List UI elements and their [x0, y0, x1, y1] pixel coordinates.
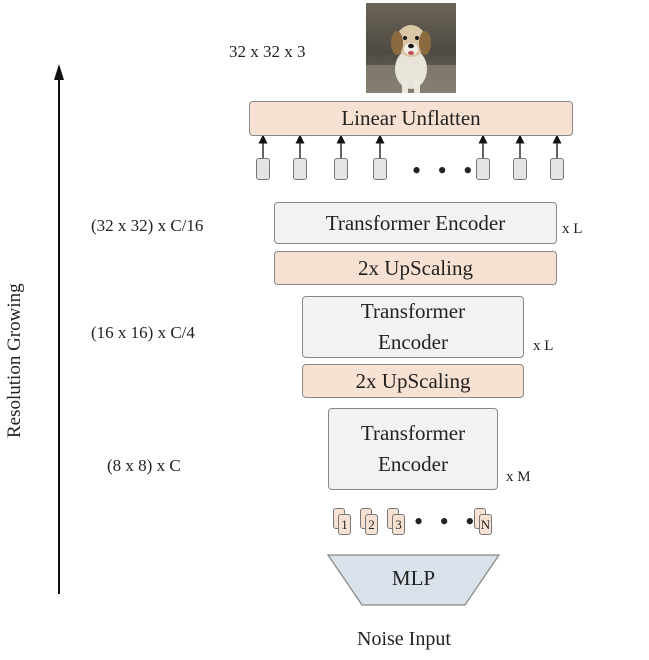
- output-token: [373, 158, 387, 180]
- output-token: [334, 158, 348, 180]
- output-token: [550, 158, 564, 180]
- input-token-n: N: [479, 514, 492, 535]
- output-token: [476, 158, 490, 180]
- unflatten-arrows: [258, 136, 562, 158]
- linear-unflatten-block: Linear Unflatten: [249, 101, 573, 136]
- stage-1-resolution-label: (32 x 32) x C/16: [91, 216, 204, 235]
- mlp-block: [327, 554, 500, 606]
- stage-3-encoder-label: Transformer Encoder: [360, 421, 466, 476]
- input-token-ellipsis: • • •: [414, 507, 480, 536]
- stage-2-upscaling-block: 2x UpScaling: [302, 364, 524, 398]
- axis-label: Resolution Growing: [4, 283, 25, 438]
- resolution-axis-arrow: [54, 64, 64, 594]
- input-token-1: 1: [338, 514, 351, 535]
- input-token-3: 3: [392, 514, 405, 535]
- stage-2-resolution-label: (16 x 16) x C/4: [91, 323, 195, 342]
- output-shape-label: 32 x 32 x 3: [229, 42, 306, 61]
- linear-unflatten-label: Linear Unflatten: [341, 106, 481, 130]
- stage-3-resolution-label: (8 x 8) x C: [107, 456, 181, 475]
- stage-1-repeat-label: x L: [562, 221, 583, 237]
- stage-1-transformer-encoder: Transformer Encoder: [274, 202, 557, 244]
- stage-1-upscaling-label: 2x UpScaling: [358, 255, 473, 280]
- stage-3-repeat-label: x M: [506, 469, 531, 485]
- stage-2-encoder-label: Transformer Encoder: [360, 299, 466, 354]
- stage-2-upscaling-label: 2x UpScaling: [355, 368, 471, 393]
- mlp-label: MLP: [391, 566, 436, 590]
- stage-2-repeat-label: x L: [533, 338, 554, 354]
- output-image: [366, 3, 456, 93]
- output-token: [293, 158, 307, 180]
- stage-1-upscaling-block: 2x UpScaling: [274, 251, 557, 285]
- noise-input-label: Noise Input: [357, 628, 451, 650]
- stage-3-transformer-encoder: Transformer Encoder: [328, 408, 498, 490]
- output-token: [513, 158, 527, 180]
- output-token: [256, 158, 270, 180]
- output-token-ellipsis: • • •: [412, 156, 478, 185]
- stage-2-transformer-encoder: Transformer Encoder: [302, 296, 524, 358]
- stage-1-encoder-label: Transformer Encoder: [325, 210, 506, 235]
- input-token-2: 2: [365, 514, 378, 535]
